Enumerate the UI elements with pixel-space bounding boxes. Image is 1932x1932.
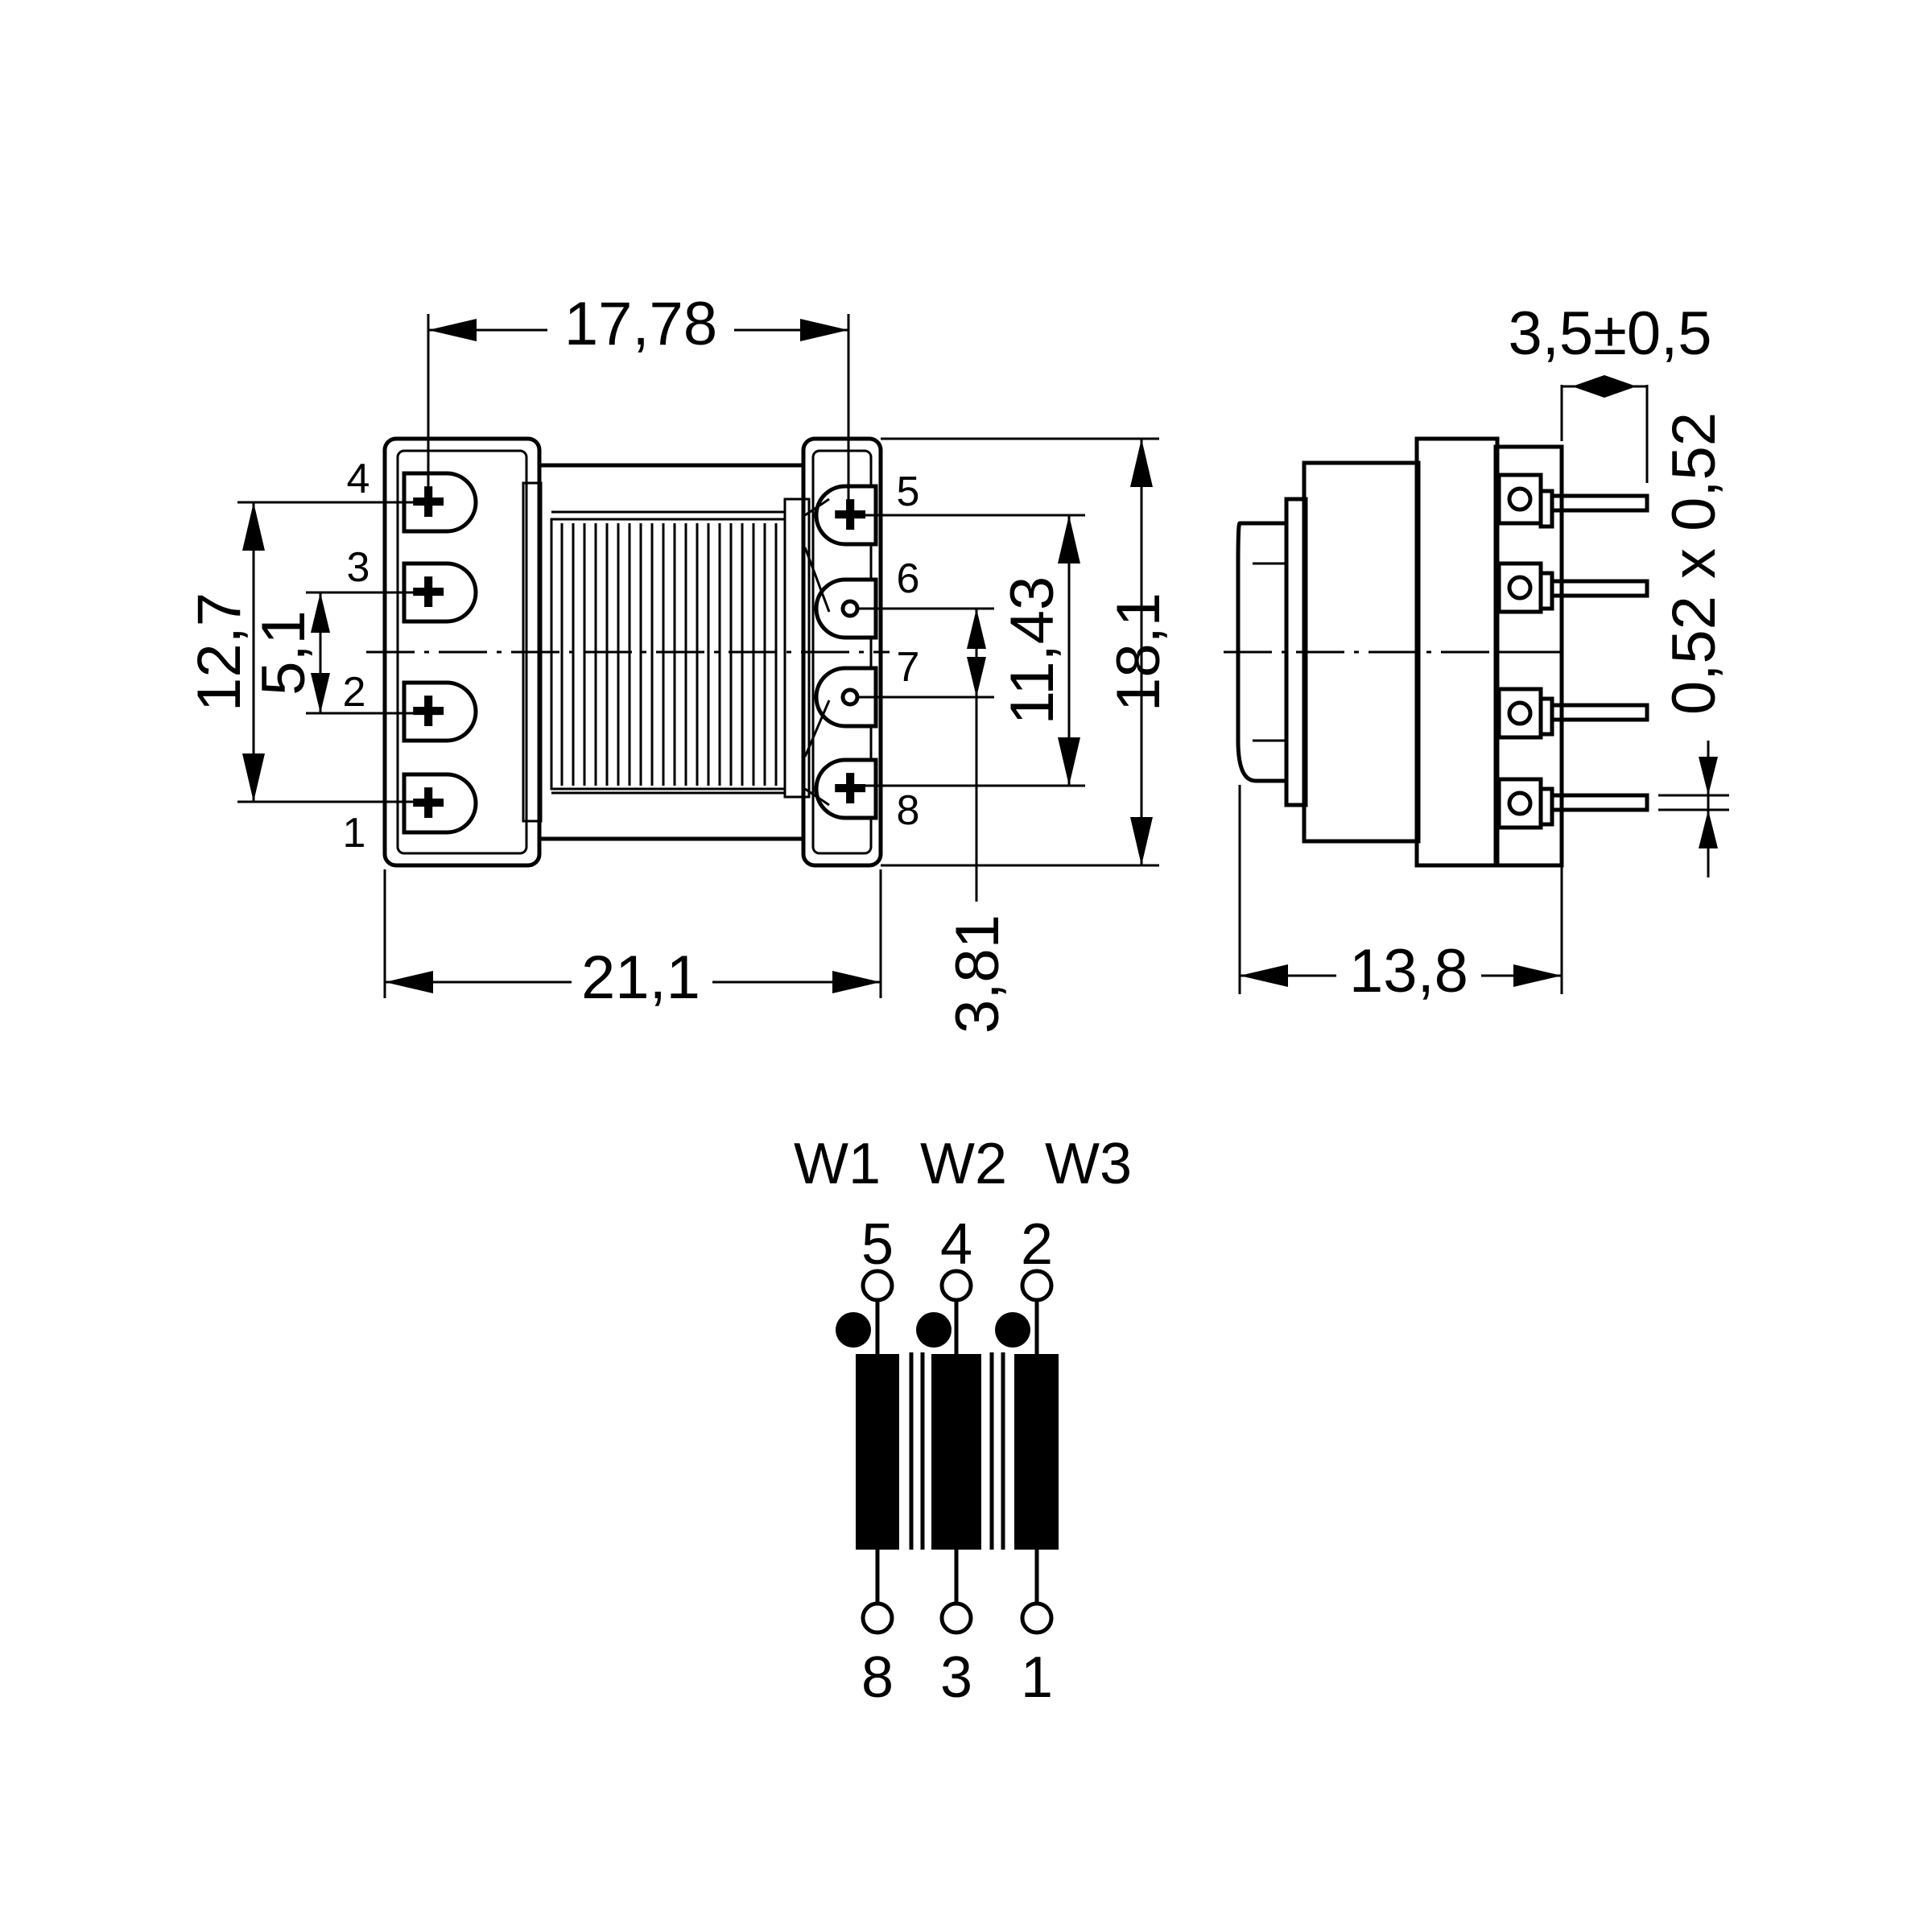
pin-label: 4 [347, 456, 370, 502]
terminal-circle [939, 1269, 973, 1302]
svg-text:11,43: 11,43 [998, 576, 1067, 725]
core-cap [1236, 521, 1288, 783]
side-pins [1496, 473, 1649, 830]
svg-text:12,7: 12,7 [185, 592, 254, 712]
dimension-side-depth: 13,8 [1238, 785, 1563, 1005]
svg-text:✚: ✚ [411, 781, 446, 828]
polarity-dot [916, 1312, 952, 1348]
winding-top-pin: 4 [940, 1212, 972, 1277]
winding-bottom-pin: 3 [940, 1645, 972, 1710]
pin-pad: ✚ [402, 772, 478, 835]
dimension-left-pin-span: 12,7 [185, 501, 419, 803]
dimension-overall-height: 18,1 [881, 437, 1173, 867]
dimension-lead-section: 0,52 x 0,52 [1658, 412, 1729, 877]
winding-bar [1014, 1354, 1059, 1550]
winding-w1: W1 5 8 [794, 1132, 899, 1710]
right-pins: ✚ ✚ [814, 484, 878, 820]
winding-bar [931, 1354, 981, 1550]
pin-pad: ✚ [402, 680, 478, 743]
pin-pad [814, 577, 878, 640]
pin-label: 8 [897, 787, 920, 834]
dimension-right-pin-span: 11,43 [853, 514, 1085, 787]
svg-text:17,78: 17,78 [564, 290, 717, 358]
svg-text:21,1: 21,1 [581, 943, 700, 1012]
terminal-circle [861, 1269, 894, 1302]
coil-outline [550, 518, 786, 791]
svg-text:18,1: 18,1 [1104, 592, 1173, 712]
pin-label: 7 [897, 644, 920, 691]
dimension-lead-length: 3,5±0,5 [1508, 299, 1712, 483]
terminal-circle [939, 1601, 973, 1635]
winding-bottom-pin: 1 [1021, 1645, 1053, 1710]
winding-w3: W3 2 1 [995, 1132, 1132, 1710]
dimension-body-width: 21,1 [383, 869, 882, 1012]
svg-text:13,8: 13,8 [1349, 937, 1468, 1005]
dimension-pin-span-top: 17,78 [427, 290, 850, 512]
pin-label: 1 [343, 810, 366, 857]
winding-label: W3 [1045, 1132, 1132, 1196]
svg-text:0,52 x 0,52: 0,52 x 0,52 [1660, 412, 1728, 715]
pin-pad [814, 666, 878, 729]
winding-label: W2 [920, 1132, 1007, 1196]
front-view: ✚ ✚ ✚ ✚ ✚ ✚ 4 3 2 1 5 6 7 8 [185, 290, 1173, 1034]
winding-w2: W2 4 3 [916, 1132, 1007, 1710]
winding-coil [550, 518, 786, 791]
pin-pad: ✚ [402, 471, 478, 534]
terminal-circle [1020, 1601, 1054, 1635]
winding-bar [856, 1354, 899, 1550]
side-view: 13,8 3,5±0,5 0,52 x 0,52 [1224, 299, 1729, 1005]
polarity-dot [836, 1312, 871, 1348]
polarity-dot [995, 1312, 1030, 1348]
pin-label: 3 [347, 544, 370, 591]
winding-top-pin: 5 [861, 1212, 894, 1277]
terminal-circle [1020, 1269, 1054, 1302]
winding-top-pin: 2 [1021, 1212, 1053, 1277]
svg-text:3,5±0,5: 3,5±0,5 [1508, 299, 1711, 368]
pin-label: 2 [343, 669, 366, 716]
pin-pad: ✚ [814, 758, 878, 820]
dimension-right-inner-span: 3,81 [857, 607, 1012, 1034]
winding-bottom-pin: 8 [861, 1645, 894, 1710]
pin-label: 5 [897, 469, 920, 515]
winding-label: W1 [794, 1132, 881, 1196]
winding-schematic: W1 5 8 W2 4 3 W3 2 [794, 1132, 1132, 1710]
svg-text:3,81: 3,81 [943, 914, 1012, 1034]
pin-label: 6 [897, 555, 920, 602]
terminal-circle [861, 1601, 894, 1635]
svg-text:✚: ✚ [832, 766, 868, 813]
dimension-left-inner-span: 5,1 [250, 591, 419, 715]
svg-text:5,1: 5,1 [250, 610, 318, 696]
